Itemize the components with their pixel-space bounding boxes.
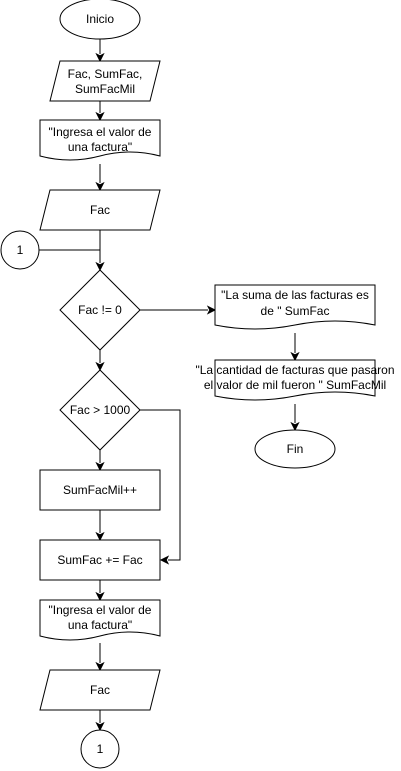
input-2-label: Fac <box>90 683 110 697</box>
output-count-line-1: "La cantidad de facturas que pasaron <box>195 363 394 377</box>
output-count-line-2: el valor de mil fueron " SumFacMil <box>204 378 386 392</box>
prompt-1-line-2: una factura" <box>68 140 132 154</box>
document-shape <box>214 359 376 401</box>
data-parallelogram <box>39 669 161 711</box>
loop-decision-label: Fac != 0 <box>78 303 122 317</box>
node-output-count: "La cantidad de facturas que pasaron el … <box>195 359 395 401</box>
output-sum-line-2: de " SumFac <box>261 304 330 318</box>
increment-mil-label: SumFacMil++ <box>63 483 137 497</box>
process-box <box>39 469 161 511</box>
data-parallelogram <box>49 60 161 102</box>
accumulate-label: SumFac += Fac <box>57 553 142 567</box>
prompt-1-line-1: "Ingresa el valor de <box>49 125 152 139</box>
node-fin: Fin <box>254 429 336 469</box>
edge-output-sum-to-output-count <box>290 333 300 362</box>
edge-increment-to-accumulate <box>95 510 105 542</box>
edge-if-decision-true <box>95 450 105 472</box>
process-box <box>39 539 161 581</box>
declare-line-2: SumFacMil <box>75 82 135 96</box>
node-prompt-1: "Ingresa el valor de una factura" <box>39 119 161 161</box>
document-shape <box>39 119 161 161</box>
node-declare: Fac, SumFac, SumFacMil <box>49 60 161 102</box>
node-inicio: Inicio <box>59 0 141 40</box>
edge-input-to-connector <box>95 710 105 732</box>
connector-in-label: 1 <box>17 243 24 257</box>
data-parallelogram <box>39 189 161 231</box>
connector-circle <box>0 230 40 270</box>
edge-declare-to-prompt <box>95 101 105 122</box>
node-if-decision: Fac > 1000 <box>59 369 141 451</box>
document-shape <box>214 284 376 330</box>
edge-if-decision-false <box>140 409 181 565</box>
node-prompt-2: "Ingresa el valor de una factura" <box>39 599 161 641</box>
inicio-label: Inicio <box>86 12 114 26</box>
edge-loop-decision-true <box>95 350 105 372</box>
node-increment-mil: SumFacMil++ <box>39 469 161 511</box>
terminator-shape <box>59 0 141 40</box>
decision-diamond <box>59 269 141 351</box>
fin-label: Fin <box>287 442 304 456</box>
edge-input-to-loop-decision <box>95 230 105 272</box>
node-accumulate: SumFac += Fac <box>39 539 161 581</box>
edge-accumulate-to-prompt <box>95 580 105 602</box>
node-input-1: Fac <box>39 189 161 231</box>
prompt-2-line-1: "Ingresa el valor de <box>49 603 152 617</box>
edge-output-count-to-fin <box>290 404 300 432</box>
prompt-2-line-2: una factura" <box>68 618 132 632</box>
if-decision-label: Fac > 1000 <box>70 403 131 417</box>
output-sum-line-1: "La suma de las facturas es <box>221 288 369 302</box>
edges <box>39 39 300 732</box>
edge-prompt-to-input <box>95 164 105 192</box>
edge-loop-decision-false <box>140 305 217 315</box>
decision-diamond <box>59 369 141 451</box>
node-loop-decision: Fac != 0 <box>59 269 141 351</box>
node-connector-in: 1 <box>0 230 40 270</box>
document-shape <box>39 599 161 641</box>
edge-inicio-to-declare <box>95 39 105 63</box>
connector-out-label: 1 <box>97 742 104 756</box>
node-input-2: Fac <box>39 669 161 711</box>
node-output-sum: "La suma de las facturas es de " SumFac <box>214 284 376 330</box>
terminator-shape <box>254 429 336 469</box>
connector-circle <box>80 729 120 769</box>
declare-line-1: Fac, SumFac, <box>68 67 143 81</box>
input-1-label: Fac <box>90 203 110 217</box>
node-connector-out: 1 <box>80 729 120 769</box>
edge-prompt-to-input-2 <box>95 643 105 672</box>
